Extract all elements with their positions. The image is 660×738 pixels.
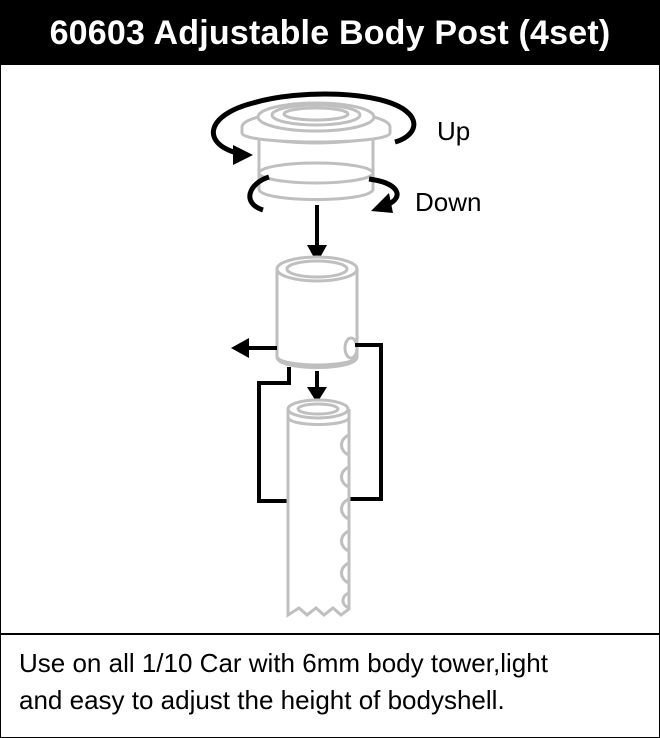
page-title: 60603 Adjustable Body Post (4set) — [1, 1, 659, 65]
down-label: Down — [415, 187, 481, 217]
assembly-diagram: Up Down — [210, 91, 481, 618]
up-label: Up — [437, 116, 470, 146]
caption-line-2: and easy to adjust the height of bodyshe… — [19, 685, 505, 715]
middle-sleeve — [275, 255, 359, 369]
rotate-up-arrow-icon — [210, 91, 417, 165]
body-tower-post — [286, 398, 351, 618]
caption-box: Use on all 1/10 Car with 6mm body tower,… — [1, 633, 659, 737]
rotate-down-arrow-icon — [247, 174, 400, 213]
down-arrow-icon — [307, 205, 327, 263]
caption-line-1: Use on all 1/10 Car with 6mm body tower,… — [19, 648, 548, 678]
adjuster-cap — [210, 91, 417, 213]
left-arrow-icon — [231, 338, 277, 358]
connector-lines — [257, 343, 383, 503]
small-down-arrow-icon — [307, 371, 327, 403]
